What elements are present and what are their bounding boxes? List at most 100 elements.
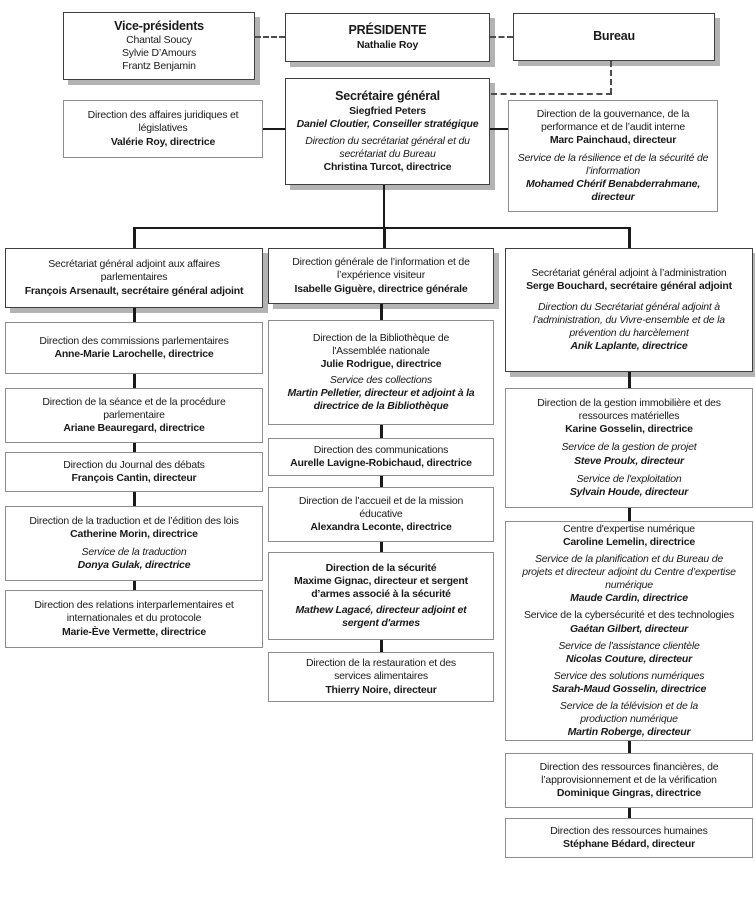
connector-drop-right [628,227,631,248]
lead-name: Julie Rodrigue, directrice [320,357,442,370]
lead-name: Marc Painchaud, directeur [549,133,677,146]
lead-name: Stéphane Bédard, directeur [563,838,695,850]
member-name: Chantal Soucy [126,34,192,47]
connector-sg-affaires-juridiques [263,128,285,130]
unit-name: Centre d'expertise numérique [563,523,695,536]
box-title: PRÉSIDENTE [348,23,427,38]
member-name: Frantz Benjamin [122,60,196,73]
unit-name: Direction des commissions parlementaires [39,334,229,347]
connector-right-3 [628,741,631,753]
connector-drop-left [133,227,136,248]
box-sga-parlementaires: Secrétariat général adjoint aux affaires… [5,248,263,308]
lead-name: Catherine Morin, directrice [70,527,198,540]
connector-sg-gouvernance [490,128,508,130]
connector-left-3 [133,443,136,452]
service-name: Service de la traduction [81,546,187,558]
box-seance-procedure: Direction de la séance et de la procédur… [5,388,263,443]
unit-name: Direction des communications [313,443,449,456]
lead-name: Marie-Ève Vermette, directrice [62,625,206,638]
service-lead: Martin Roberge, directeur [567,725,691,738]
unit-name: Direction des ressources humaines [550,824,708,837]
box-restauration: Direction de la restauration et des serv… [268,652,494,702]
unit-name: Direction de la gestion immobilière et d… [537,397,721,423]
service-name: Service de la gestion de projet [561,441,697,454]
sub-unit-name: Direction du secrétariat général et du s… [305,134,470,160]
service-name: Service de l'assistance clientèle [558,639,700,652]
box-vice-presidents: Vice-présidents Chantal Soucy Sylvie D’A… [63,12,255,80]
box-ressources-financieres: Direction des ressources financières, de… [505,753,753,808]
unit-name: Secrétariat général adjoint aux affaires… [48,258,220,284]
box-ressources-humaines: Direction des ressources humaines Stépha… [505,818,753,858]
service-lead: Nicolas Couture, directeur [565,652,693,665]
box-gouvernance: Direction de la gouvernance, de la perfo… [508,100,718,212]
connector-right-2 [628,508,631,521]
service-lead: Sarah-Maud Gosselin, directrice [551,682,707,695]
sub-unit-name: Direction du Secrétariat général adjoint… [533,300,725,340]
connector-mid-4 [380,542,383,552]
service-name: Service de la planification et du Bureau… [522,553,736,592]
service-lead: Steve Proulx, directeur [574,454,684,467]
service-name: Service de la cybersécurité et des techn… [523,609,735,622]
lead-name: Ariane Beauregard, directrice [63,422,205,434]
box-bureau: Bureau [513,13,715,61]
service-name: Service des solutions numériques [553,669,705,682]
box-commissions-parlementaires: Direction des commissions parlementaires… [5,322,263,374]
service-lead: Donya Gulak, directrice [77,559,191,572]
connector-distribution [133,227,631,229]
service-lead: Mohamed Chérif Benabderrahmane, directeu… [525,178,701,204]
lead-name: Thierry Noire, directeur [325,683,437,696]
box-accueil-mission-educative: Direction de l’accueil et de la mission … [268,487,494,542]
lead-name: Alexandra Leconte, directrice [310,521,452,533]
box-affaires-juridiques: Direction des affaires juridiques et lég… [63,100,263,158]
lead-name: Nathalie Roy [356,38,419,51]
unit-name: Direction de la sécurité [325,561,437,574]
unit-name: Direction de la gouvernance, de la perfo… [536,107,690,133]
service-lead: Gaétan Gilbert, directeur [569,622,689,635]
box-securite: Direction de la sécurité Maxime Gignac, … [268,552,494,640]
box-title: Bureau [593,29,635,44]
box-secretaire-general: Secrétaire général Siegfried Peters Dani… [285,78,490,185]
unit-name: Direction du Journal des débats [63,458,205,471]
connector-left-1 [133,308,136,322]
lead-name: Maxime Gignac, directeur et sergent d’ar… [294,574,468,600]
box-title: Secrétaire général [335,89,440,104]
lead-name: Valérie Roy, directrice [110,135,216,148]
connector-drop-middle [383,229,386,248]
connector-right-1 [628,372,631,388]
lead-name: Serge Bouchard, secrétaire général adjoi… [526,279,732,292]
unit-name: Direction de la traduction et de l’éditi… [29,514,239,527]
lead-name: Dominique Gingras, directrice [556,787,702,799]
connector-vp-presidente [255,36,285,38]
connector-right-4 [628,808,631,818]
lead-name: Siegfried Peters [349,104,426,117]
box-title: Vice-présidents [114,18,204,33]
connector-left-5 [133,581,136,590]
box-journal-debats: Direction du Journal des débats François… [5,452,263,492]
connector-mid-5 [380,640,383,652]
service-lead: Maude Cardin, directrice [570,592,688,605]
connector-bureau-drop [610,61,612,94]
service-lead: Sylvain Houde, directeur [569,485,689,498]
service-name: Service des collections [329,374,433,386]
box-centre-expertise-numerique: Centre d'expertise numérique Caroline Le… [505,521,753,741]
service-name: Service de la résilience et de la sécuri… [517,151,709,177]
box-dg-information-visiteur: Direction générale de l’information et d… [268,248,494,304]
unit-name: Direction de l’accueil et de la mission … [298,494,464,520]
box-gestion-immobiliere: Direction de la gestion immobilière et d… [505,388,753,508]
box-bibliotheque: Direction de la Bibliothèque de l'Assemb… [268,320,494,425]
service-lead: Martin Pelletier, directeur et adjoint à… [287,387,475,413]
connector-sg-trunk [383,185,385,229]
unit-name: Direction de la restauration et des serv… [305,657,456,683]
unit-name: Direction des relations interparlementai… [34,599,234,625]
connector-mid-1 [380,304,383,320]
unit-name: Direction de la Bibliothèque de l'Assemb… [312,331,450,357]
connector-mid-2 [380,425,383,438]
lead-name: François Arsenault, secrétaire général a… [24,284,244,297]
sub-unit-lead: Anik Laplante, directrice [570,340,688,353]
advisor-name: Daniel Cloutier, Conseiller stratégique [296,117,479,130]
lead-name: Isabelle Giguère, directrice générale [294,282,468,295]
connector-left-2 [133,374,136,388]
lead-name: Caroline Lemelin, directrice [562,536,696,549]
unit-name: Direction des ressources financières, de… [539,760,719,786]
